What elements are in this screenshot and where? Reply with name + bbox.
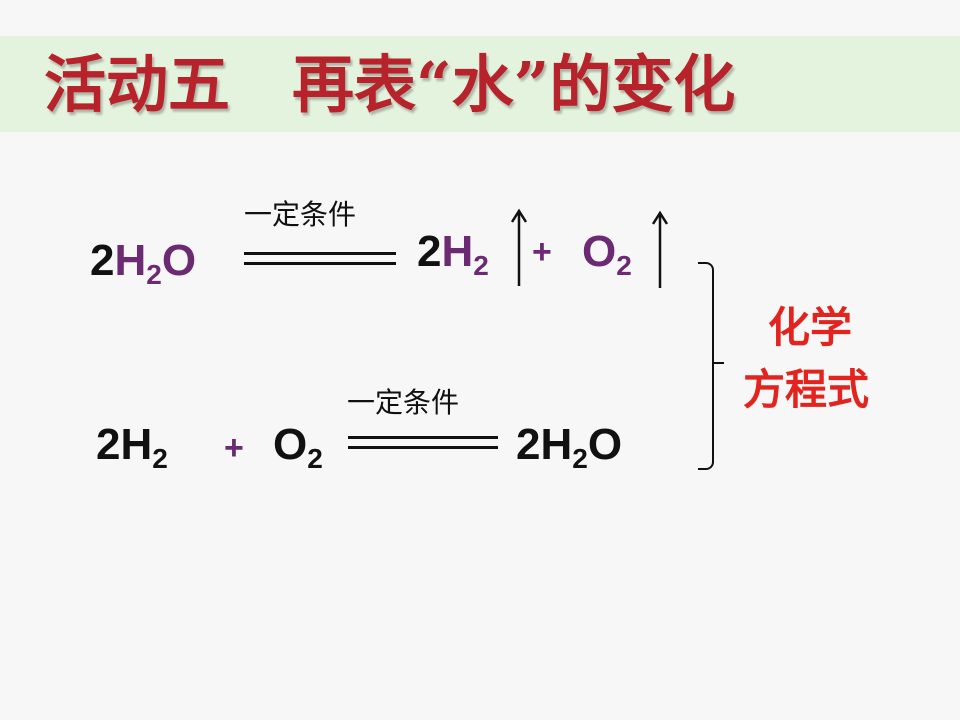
eq2-product-coefficient: 2 bbox=[516, 420, 541, 469]
eq2-product-hydrogen: H bbox=[540, 420, 573, 469]
eq2-reactant-hydrogen-subscript: 2 bbox=[152, 443, 168, 474]
eq2-reactant-oxygen-symbol: O bbox=[273, 420, 308, 469]
eq1-plus-sign: + bbox=[532, 233, 552, 271]
eq2-plus-sign: + bbox=[224, 429, 244, 467]
label-chemical-equation-line1: 化学 bbox=[768, 303, 853, 352]
eq2-reactant-oxygen-subscript: 2 bbox=[307, 443, 323, 474]
title-band bbox=[0, 36, 960, 132]
eq1-equals-line-top bbox=[244, 252, 396, 255]
eq2-reactant-hydrogen-coefficient: 2 bbox=[96, 420, 121, 469]
eq2-reactant-oxygen: O2 bbox=[273, 420, 323, 473]
eq1-product-hydrogen-coefficient: 2 bbox=[417, 227, 442, 276]
eq1-reactant-water: 2H2O bbox=[90, 236, 197, 289]
eq1-product-hydrogen: 2H2 bbox=[417, 227, 489, 280]
right-brace-tip bbox=[712, 362, 724, 364]
eq1-reactant-hydrogen: H bbox=[114, 236, 147, 285]
eq1-product-oxygen-symbol: O bbox=[582, 227, 617, 276]
eq1-equals-line-bottom bbox=[244, 262, 396, 265]
eq2-product-oxygen: O bbox=[587, 420, 623, 469]
eq2-product-hydrogen-subscript: 2 bbox=[572, 443, 588, 474]
eq1-reactant-coefficient: 2 bbox=[90, 236, 115, 285]
eq1-product-oxygen: O2 bbox=[582, 227, 632, 280]
eq1-product-oxygen-subscript: 2 bbox=[616, 250, 632, 281]
eq1-gas-arrow-up-icon bbox=[652, 210, 668, 288]
eq2-condition: 一定条件 bbox=[347, 386, 460, 419]
eq2-equals-line-bottom bbox=[348, 446, 498, 449]
eq1-product-hydrogen-subscript: 2 bbox=[473, 250, 489, 281]
eq2-product-water: 2H2O bbox=[516, 420, 623, 473]
eq2-reactant-hydrogen-symbol: H bbox=[120, 420, 153, 469]
slide-title: 活动五 再表“水”的变化 bbox=[44, 48, 736, 121]
eq1-reactant-hydrogen-subscript: 2 bbox=[146, 259, 162, 290]
eq1-condition: 一定条件 bbox=[244, 198, 357, 231]
label-chemical-equation-line2: 方程式 bbox=[743, 365, 870, 414]
right-brace-bracket bbox=[698, 262, 714, 470]
eq1-gas-arrow-up-icon bbox=[511, 208, 527, 286]
eq2-reactant-hydrogen: 2H2 bbox=[96, 420, 168, 473]
eq1-reactant-oxygen: O bbox=[161, 236, 197, 285]
eq2-equals-line-top bbox=[348, 436, 498, 439]
eq1-product-hydrogen-symbol: H bbox=[441, 227, 474, 276]
